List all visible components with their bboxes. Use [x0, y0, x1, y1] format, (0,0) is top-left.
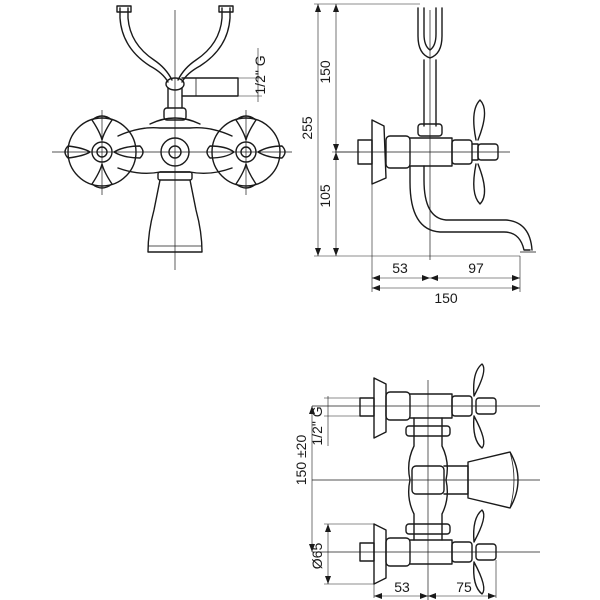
side-cross-handle — [471, 99, 499, 205]
top-connector-body — [405, 417, 451, 541]
center-distance-label: 150 ±20 — [293, 435, 309, 486]
top-upper-inlet — [359, 363, 497, 449]
top-thread-label: 1/2" G — [309, 406, 325, 445]
top-view: 150 ±20 1/2" G Ø65 53 75 — [293, 363, 540, 600]
top-horizontal-dimensions: 53 75 — [373, 560, 497, 599]
front-view: 1/2" G — [52, 5, 292, 270]
side-shower-holder — [417, 7, 443, 137]
diameter-label: Ø65 — [309, 543, 325, 570]
top-lower-inlet — [359, 509, 497, 595]
left-cross-handle — [64, 115, 144, 189]
wall-offset-label: 53 — [392, 260, 408, 276]
side-horizontal-dimensions: 53 97 150 — [371, 184, 521, 306]
top-vertical-dimensions: 150 ±20 1/2" G Ø65 — [293, 396, 374, 585]
spout-reach-label: 97 — [468, 260, 484, 276]
right-cross-handle — [206, 115, 286, 189]
top-wall-offset-label: 53 — [394, 579, 410, 595]
side-vertical-dimensions: 255 150 105 — [299, 3, 520, 257]
top-spout — [443, 451, 519, 509]
side-view: 255 150 105 53 97 150 — [299, 3, 536, 306]
side-wall-flange — [357, 119, 411, 185]
handle-reach-label: 75 — [456, 579, 472, 595]
total-height-label: 255 — [299, 116, 315, 140]
upper-height-label: 150 — [317, 60, 333, 84]
side-spout — [409, 165, 536, 253]
spout-front — [147, 171, 203, 253]
shower-holder — [116, 5, 234, 91]
lower-height-label: 105 — [317, 184, 333, 208]
front-thread-label: 1/2" G — [252, 55, 268, 94]
total-depth-label: 150 — [434, 290, 458, 306]
diverter-outlet: 1/2" G — [181, 48, 268, 102]
